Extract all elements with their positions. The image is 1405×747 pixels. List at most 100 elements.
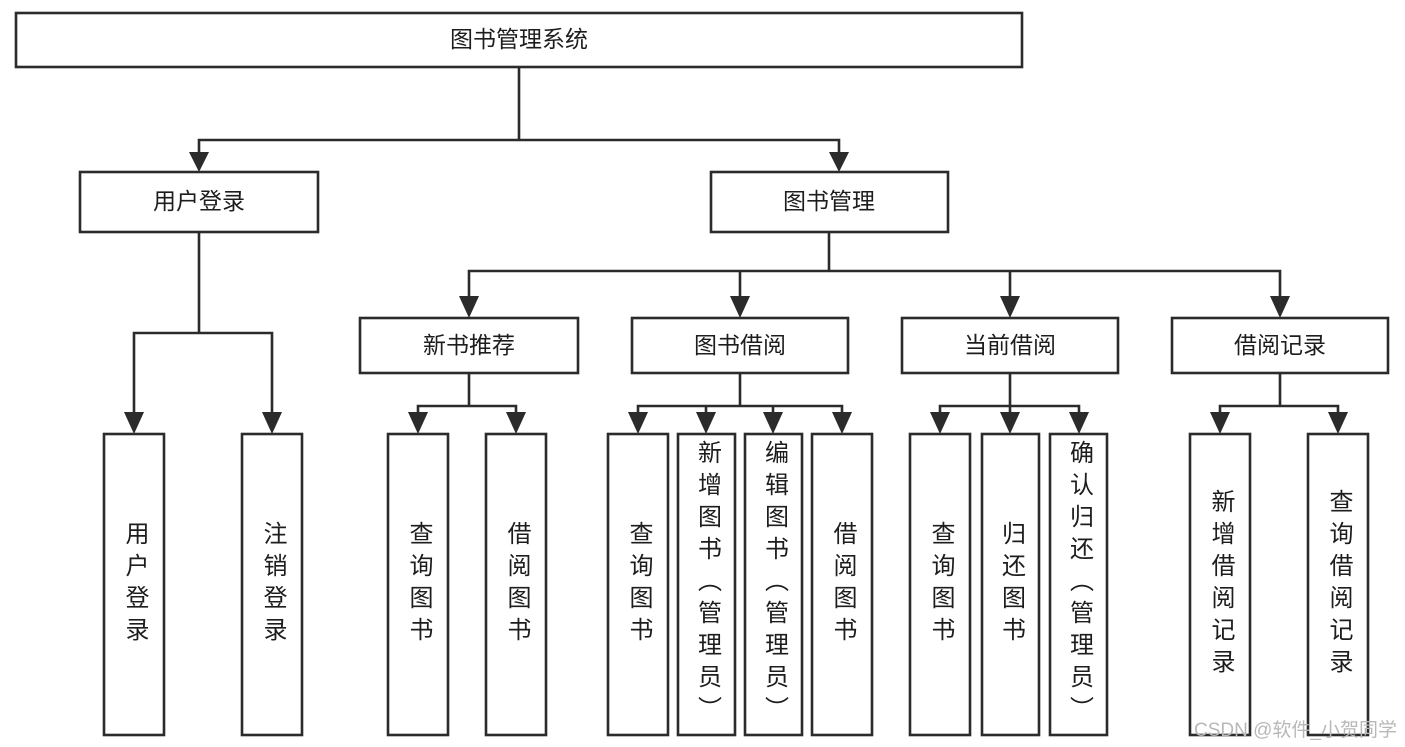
node-new-book-rec-label: 新书推荐 [423,332,515,358]
arrowhead-leaf-borrow-book [832,412,852,434]
node-leaf-cur-query-book-label: 查询图书 [927,520,954,649]
node-book-borrow-label: 图书借阅 [694,332,786,358]
connector-user-login-trunk [132,230,274,418]
node-user-login-box[interactable] [78,170,320,234]
node-current-borrow[interactable]: 当前借阅 [900,316,1120,375]
node-leaf-add-borrow-record-label: 新增借阅记录 [1207,488,1234,681]
node-leaf-user-login-textwrap: 用户登录 [121,520,148,649]
connector-borrow-record-trunk [1218,371,1340,418]
node-leaf-add-borrow-record[interactable]: 新增借阅记录 [1188,432,1252,737]
node-book-borrow-box[interactable] [630,316,850,375]
connector-new-book-rec-trunk [416,371,518,418]
arrowhead-leaf-user-login [124,412,144,434]
node-leaf-edit-book-admin[interactable]: 编辑图书（管理员） [743,432,804,737]
node-leaf-confirm-return-admin-textwrap: 确认归还（管理员） [1065,440,1093,728]
arrowhead-borrow-record [1270,296,1290,318]
connector-book-manage-trunk [467,230,1282,302]
node-leaf-rec-query-book-label: 查询图书 [405,520,432,649]
node-book-manage[interactable]: 图书管理 [709,170,950,234]
node-book-manage-box[interactable] [709,170,950,234]
node-leaf-rec-query-book-box[interactable] [386,432,450,737]
node-leaf-cur-query-book-box[interactable] [908,432,972,737]
connector-layer [124,65,1348,434]
node-leaf-user-login-box[interactable] [102,432,166,737]
node-leaf-borrow-query-book-label: 查询图书 [625,520,652,649]
node-user-login[interactable]: 用户登录 [78,170,320,234]
node-new-book-rec[interactable]: 新书推荐 [358,316,580,375]
node-leaf-user-logout-textwrap: 注销登录 [259,521,286,649]
node-book-borrow[interactable]: 图书借阅 [630,316,850,375]
connector-root-trunk [197,65,841,157]
node-new-book-rec-box[interactable] [358,316,580,375]
arrowhead-leaf-user-logout [262,412,282,434]
arrowhead-leaf-query-borrow-record [1328,412,1348,434]
node-leaf-rec-borrow-book-textwrap: 借阅图书 [503,520,530,649]
node-leaf-query-borrow-record-textwrap: 查询借阅记录 [1325,488,1352,681]
arrowhead-book-borrow [730,296,750,318]
node-root-box[interactable] [14,11,1024,69]
arrowhead-new-book-rec [459,296,479,318]
node-borrow-record-box[interactable] [1170,316,1390,375]
node-book-manage-label: 图书管理 [783,188,875,214]
node-leaf-add-book-admin-box[interactable] [676,432,737,737]
node-current-borrow-label: 当前借阅 [964,332,1056,358]
node-leaf-edit-book-admin-box[interactable] [743,432,804,737]
arrowhead-leaf-return-book [1000,412,1020,434]
node-leaf-edit-book-admin-label: 编辑图书（管理员） [760,440,788,728]
node-borrow-record-label: 借阅记录 [1234,332,1326,358]
node-current-borrow-box[interactable] [900,316,1120,375]
node-leaf-query-borrow-record-box[interactable] [1306,432,1370,737]
node-leaf-borrow-query-book-textwrap: 查询图书 [625,520,652,649]
connector-current-borrow-trunk [938,371,1081,418]
node-root-label: 图书管理系统 [450,26,588,52]
node-leaf-confirm-return-admin-box[interactable] [1048,432,1109,737]
arrowhead-leaf-add-borrow-record [1210,412,1230,434]
arrowhead-leaf-add-book-admin [696,412,716,434]
node-leaf-query-borrow-record[interactable]: 查询借阅记录 [1306,432,1370,737]
node-leaf-user-login[interactable]: 用户登录 [102,432,166,737]
node-leaf-return-book[interactable]: 归还图书 [980,432,1041,737]
arrowhead-leaf-cur-query-book [930,412,950,434]
node-user-login-label: 用户登录 [153,188,245,214]
node-leaf-borrow-book-textwrap: 借阅图书 [829,520,856,649]
node-leaf-rec-borrow-book-box[interactable] [484,432,548,737]
node-leaf-add-book-admin-label: 新增图书（管理员） [693,440,721,728]
node-leaf-borrow-book[interactable]: 借阅图书 [810,432,874,737]
node-leaf-return-book-textwrap: 归还图书 [997,520,1025,649]
node-leaf-rec-borrow-book[interactable]: 借阅图书 [484,432,548,737]
node-leaf-rec-query-book[interactable]: 查询图书 [386,432,450,737]
node-leaf-edit-book-admin-textwrap: 编辑图书（管理员） [760,440,788,728]
arrowhead-leaf-borrow-query-book [628,412,648,434]
arrowhead-leaf-rec-borrow-book [506,412,526,434]
node-leaf-user-logout[interactable]: 注销登录 [240,432,304,737]
node-leaf-rec-borrow-book-label: 借阅图书 [503,520,530,649]
arrowhead-leaf-edit-book-admin [763,412,783,434]
node-leaf-rec-query-book-textwrap: 查询图书 [405,520,432,649]
node-leaf-add-book-admin-textwrap: 新增图书（管理员） [693,440,721,728]
node-leaf-confirm-return-admin-label: 确认归还（管理员） [1065,440,1093,728]
node-leaf-borrow-query-book[interactable]: 查询图书 [606,432,670,737]
node-leaf-user-logout-box[interactable] [240,432,304,737]
node-root[interactable]: 图书管理系统 [14,11,1024,69]
node-leaf-add-book-admin[interactable]: 新增图书（管理员） [676,432,737,737]
node-leaf-confirm-return-admin[interactable]: 确认归还（管理员） [1048,432,1109,737]
node-borrow-record[interactable]: 借阅记录 [1170,316,1390,375]
node-leaf-return-book-label: 归还图书 [997,520,1025,649]
arrowhead-current-borrow [1000,296,1020,318]
arrowhead-leaf-confirm-return-admin [1069,412,1089,434]
connector-book-borrow-trunk [636,371,844,418]
node-leaf-add-borrow-record-textwrap: 新增借阅记录 [1207,488,1234,681]
node-leaf-cur-query-book[interactable]: 查询图书 [908,432,972,737]
node-leaf-borrow-book-label: 借阅图书 [829,520,856,649]
node-leaf-cur-query-book-textwrap: 查询图书 [927,520,954,649]
node-leaf-borrow-query-book-box[interactable] [606,432,670,737]
node-leaf-user-login-label: 用户登录 [121,520,148,649]
arrowhead-leaf-rec-query-book [408,412,428,434]
node-leaf-borrow-book-box[interactable] [810,432,874,737]
node-leaf-return-book-box[interactable] [980,432,1041,737]
node-leaf-query-borrow-record-label: 查询借阅记录 [1325,488,1352,681]
node-leaf-add-borrow-record-box[interactable] [1188,432,1252,737]
arrowhead-user-login [189,152,209,172]
